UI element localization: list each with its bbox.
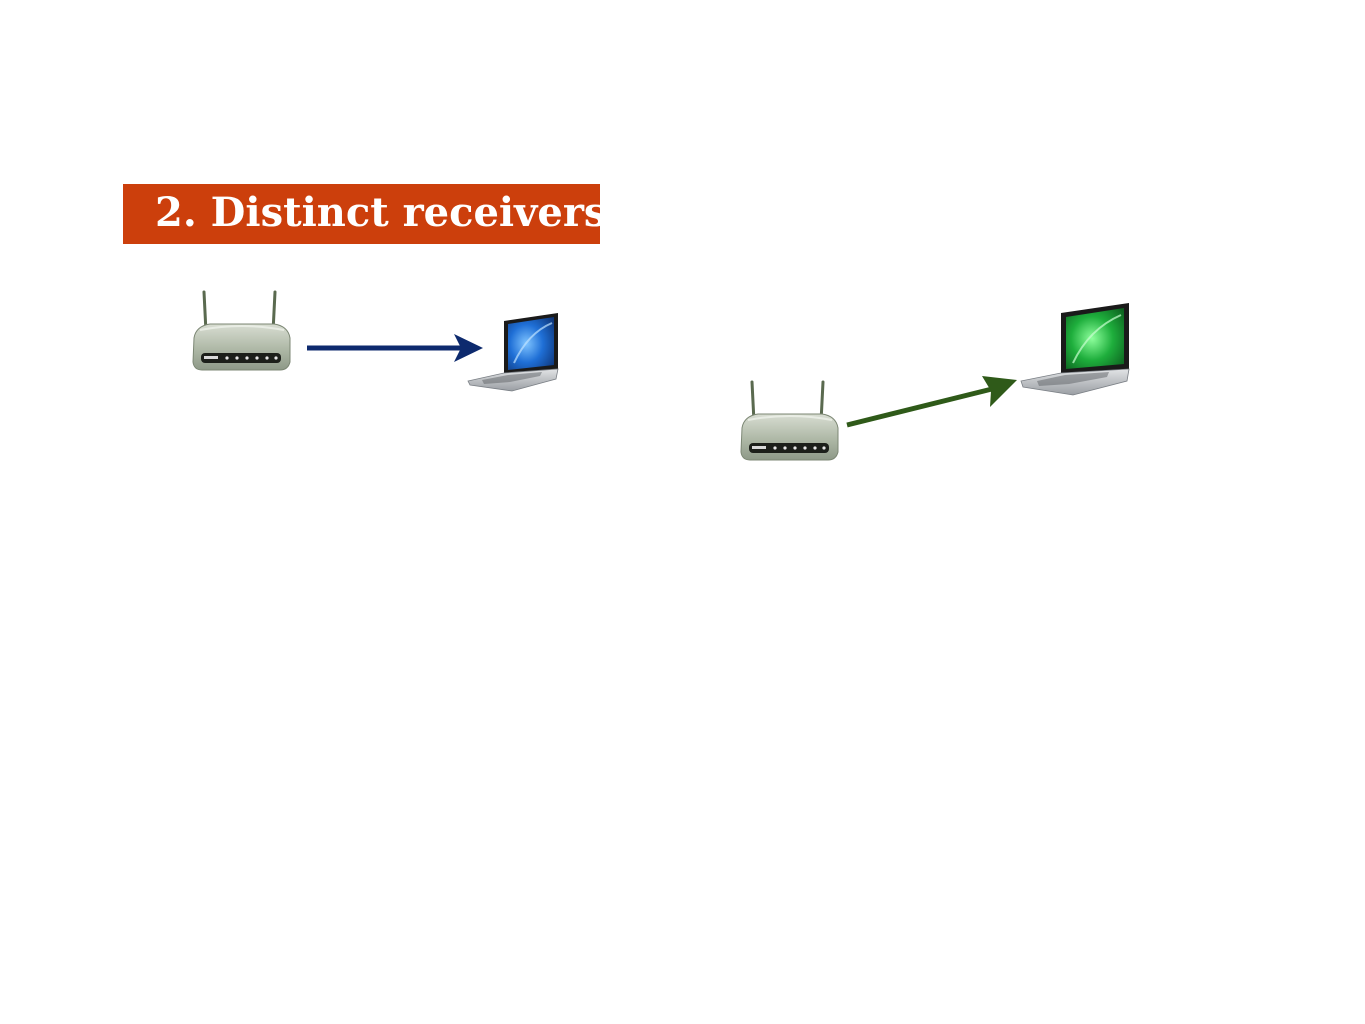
laptop-icon xyxy=(467,313,559,392)
link-arrow xyxy=(846,376,1017,428)
router-icon xyxy=(740,380,839,461)
router-icon xyxy=(192,290,291,371)
link-arrow xyxy=(307,334,483,362)
laptop-icon xyxy=(1020,303,1130,396)
slide-title: 2. Distinct receivers xyxy=(123,184,606,244)
